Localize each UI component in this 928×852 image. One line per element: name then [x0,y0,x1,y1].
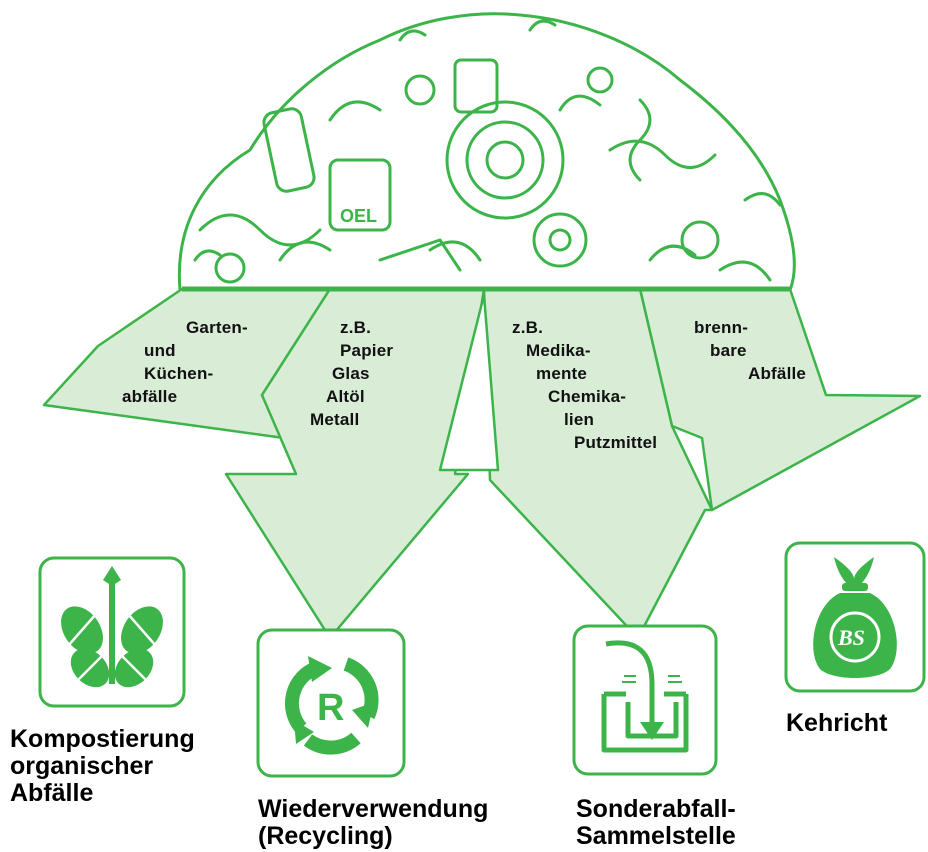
caption-special-waste: Sonderabfall- Sammelstelle [576,795,736,850]
arrow-label-garbage: brenn- bare Abfälle [694,318,807,383]
svg-text:R: R [317,687,344,729]
svg-text:BS: BS [837,625,865,650]
arrow-gap-wedge [438,293,500,472]
collection-container-icon [572,624,718,776]
garbage-bag-icon: BS [784,541,926,693]
svg-text:OEL: OEL [340,206,377,226]
recycling-r-icon: R [256,628,406,778]
arrow-label-recycling: z.B. Papier Glas Altöl Metall [310,318,394,429]
arrow-garbage [638,287,922,512]
arrow-special-waste [482,287,714,640]
caption-recycling: Wiederverwendung (Recycling) [258,795,489,850]
arrow-label-compost: Garten- und Küchen- abfälle [122,318,248,406]
caption-compost: Kompostierung organischer Abfälle [10,725,195,807]
arrow-label-special-waste: z.B. Medika- mente Chemika- lien Putzmit… [512,318,658,452]
leaf-sprig-icon [38,556,186,708]
caption-garbage: Kehricht [786,709,888,737]
